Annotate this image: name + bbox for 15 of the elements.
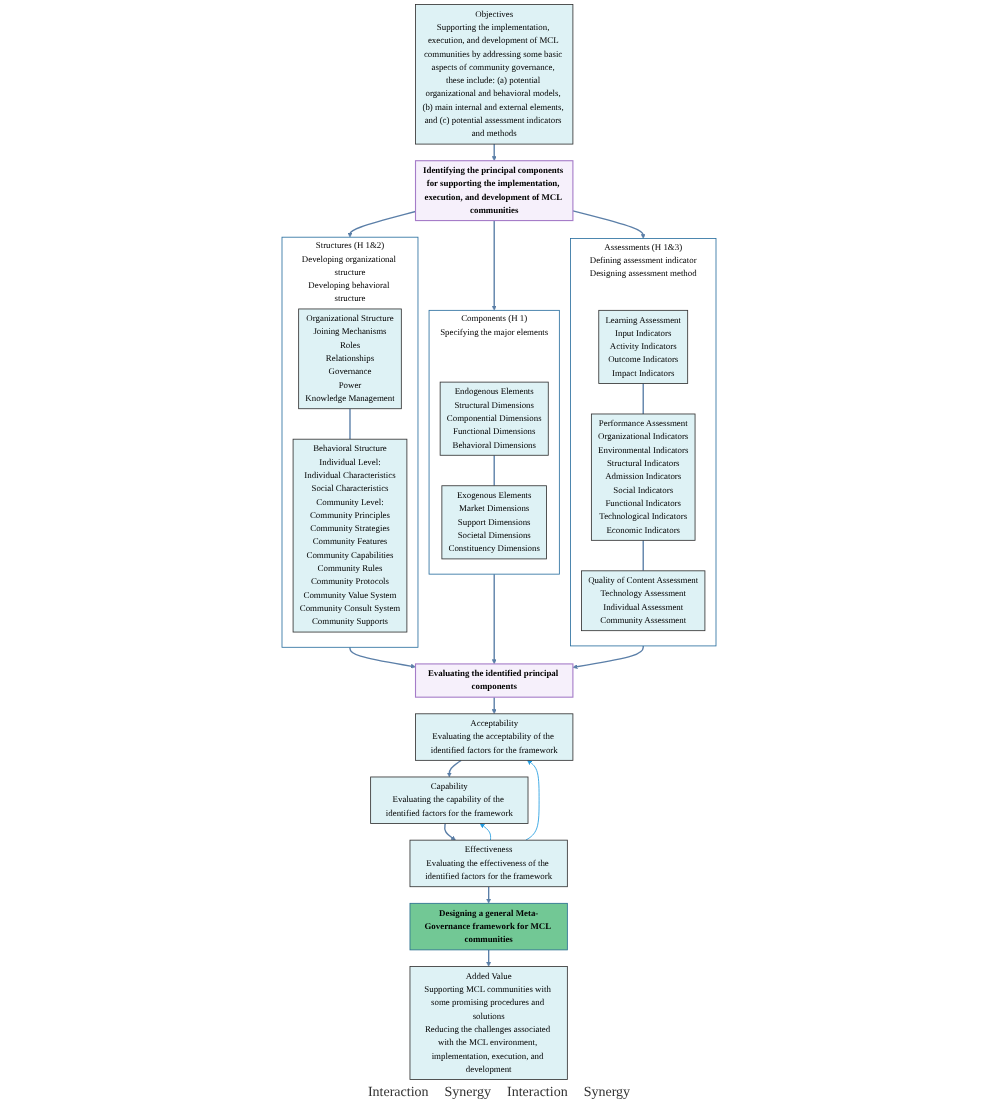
arrow — [491, 573, 497, 665]
arrow — [349, 646, 416, 669]
connector — [642, 539, 644, 572]
arrow — [446, 759, 462, 778]
arrow — [491, 696, 497, 714]
arrow — [572, 210, 646, 239]
arrow — [491, 219, 497, 311]
connector — [349, 408, 351, 440]
arrow — [444, 822, 456, 841]
connector — [642, 382, 644, 415]
arrow — [347, 210, 417, 238]
arrow — [572, 645, 644, 670]
connector — [493, 454, 495, 487]
arrow — [486, 886, 492, 904]
arrow — [486, 949, 492, 967]
